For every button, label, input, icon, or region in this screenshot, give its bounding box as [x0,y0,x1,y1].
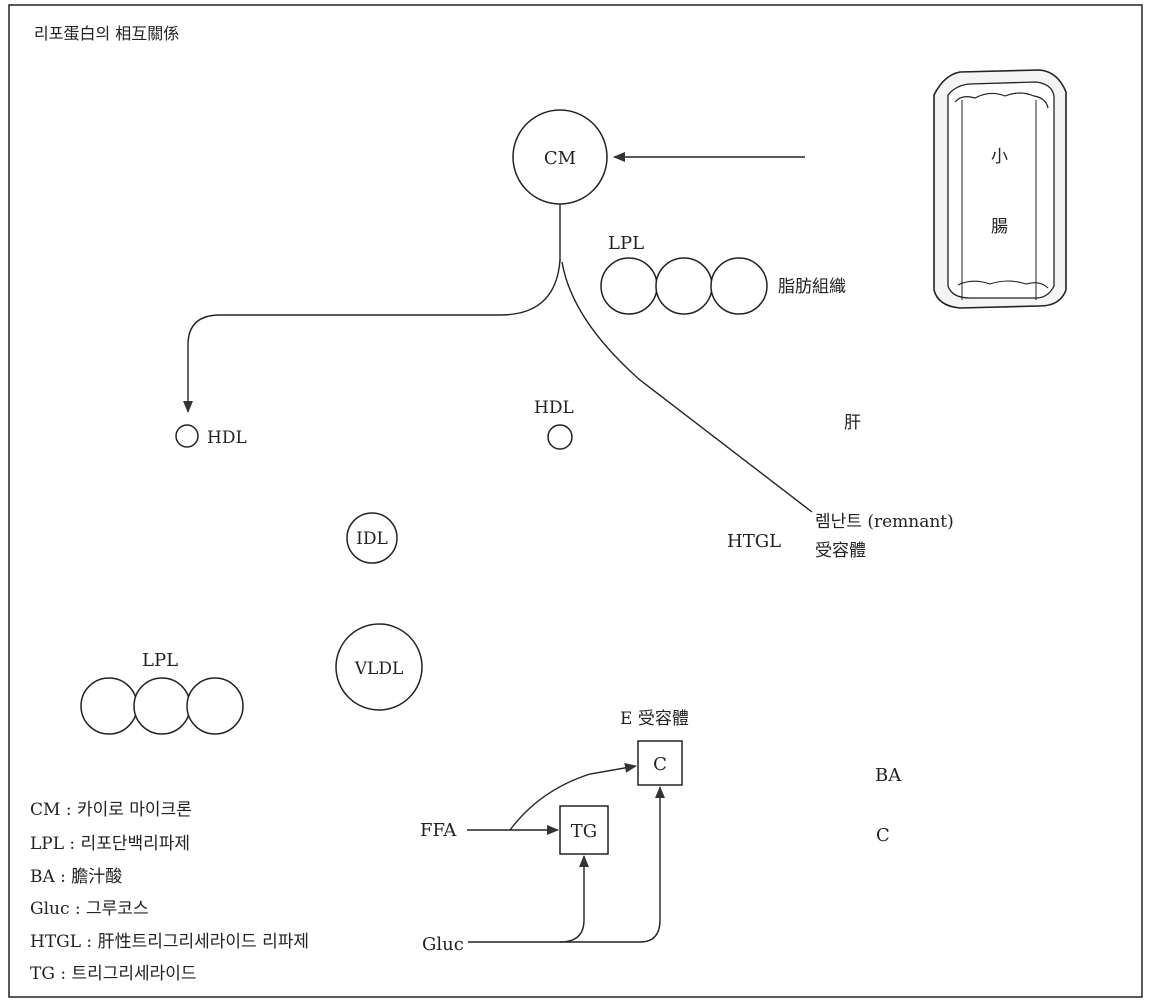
legend-item: TG : 트리그리세라이드 [30,964,197,984]
lpl-top-label: LPL [608,233,644,254]
liver-label: 肝 [844,413,861,433]
vldl-label: VLDL [354,659,404,679]
diagram-title: 리포蛋白의 相互關係 [34,24,179,43]
remnant-receptor-label-1: 렘난트 (remnant) [815,512,954,532]
cm-to-hdl-path [188,260,560,412]
tg-box-label: TG [571,821,597,842]
remnant-receptor-label-2: 受容體 [815,541,866,561]
cm-label: CM [544,148,576,169]
ffa-label: FFA [420,820,457,841]
legend-item: HTGL : 肝性트리그리세라이드 리파제 [30,932,309,952]
hdl-mid-label: HDL [534,398,574,418]
legend-item: Gluc : 그루코스 [30,899,149,919]
lpl-bottom-chain [81,678,243,734]
legend: CM : 카이로 마이크론 LPL : 리포단백리파제 BA : 膽汁酸 Glu… [30,800,309,984]
small-intestine-illustration [934,70,1066,308]
adipose-tissue-label: 脂肪組織 [778,277,846,297]
ba-label: BA [875,765,902,786]
legend-item: BA : 膽汁酸 [30,867,122,887]
hdl-mid-node [548,425,572,449]
lpl-bottom-label: LPL [142,650,178,671]
c-box-label: C [653,754,667,775]
lpl-top-chain [601,258,767,314]
e-receptor-label: E 受容體 [620,709,689,729]
small-intestine-label-2: 腸 [991,217,1008,237]
idl-label: IDL [356,529,388,549]
hdl-left-label: HDL [207,428,247,448]
c-right-label: C [876,825,890,846]
small-intestine-label-1: 小 [991,147,1008,167]
legend-item: LPL : 리포단백리파제 [30,834,190,854]
hdl-left-node [176,425,198,447]
htgl-label: HTGL [727,531,781,552]
legend-item: CM : 카이로 마이크론 [30,800,192,820]
gluc-label: Gluc [422,934,464,955]
gluc-to-tg-arrow [468,856,584,942]
